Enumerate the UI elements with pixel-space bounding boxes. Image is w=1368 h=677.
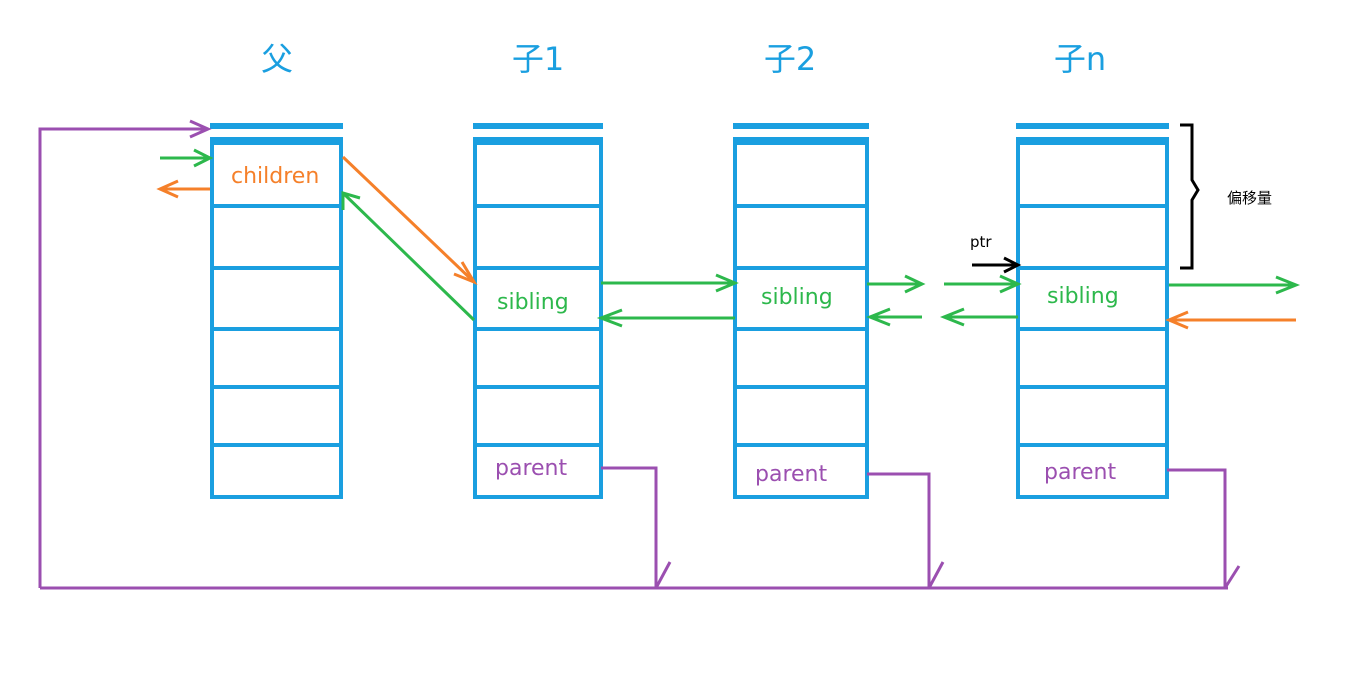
sibling-link-n-in — [1165, 310, 1296, 330]
field-parent-child-2: parent — [755, 462, 827, 487]
struct-child-1 — [473, 123, 603, 499]
sibling-link-gap-n — [939, 274, 1022, 327]
children-out-arrow — [156, 179, 210, 199]
children-in-arrow — [160, 148, 214, 168]
title-child-2: 子2 — [764, 40, 816, 78]
children-to-sibling-arrow — [341, 155, 478, 286]
offset-brace — [1180, 123, 1200, 270]
parent-pointer-loop — [38, 119, 1241, 590]
title-child-n: 子n — [1054, 40, 1106, 78]
field-parent-child-1: parent — [495, 456, 567, 481]
field-parent-child-n: parent — [1044, 460, 1116, 485]
sibling-link-n-out — [1169, 275, 1301, 295]
sibling-to-children-arrow — [341, 190, 476, 322]
field-children-parent: children — [231, 164, 319, 189]
field-sibling-child-n: sibling — [1047, 284, 1119, 309]
field-sibling-child-2: sibling — [761, 285, 833, 310]
title-parent: 父 — [261, 40, 293, 78]
struct-child-2 — [733, 123, 869, 499]
ptr-arrow — [972, 256, 1022, 274]
ptr-label: ptr — [970, 233, 992, 251]
struct-child-n — [1016, 123, 1169, 499]
sibling-link-1-2 — [596, 273, 739, 328]
sibling-link-2-gap — [865, 274, 926, 327]
title-child-1: 子1 — [512, 40, 564, 78]
offset-label: 偏移量 — [1227, 189, 1272, 207]
field-sibling-child-1: sibling — [497, 290, 569, 315]
struct-parent — [210, 123, 343, 499]
